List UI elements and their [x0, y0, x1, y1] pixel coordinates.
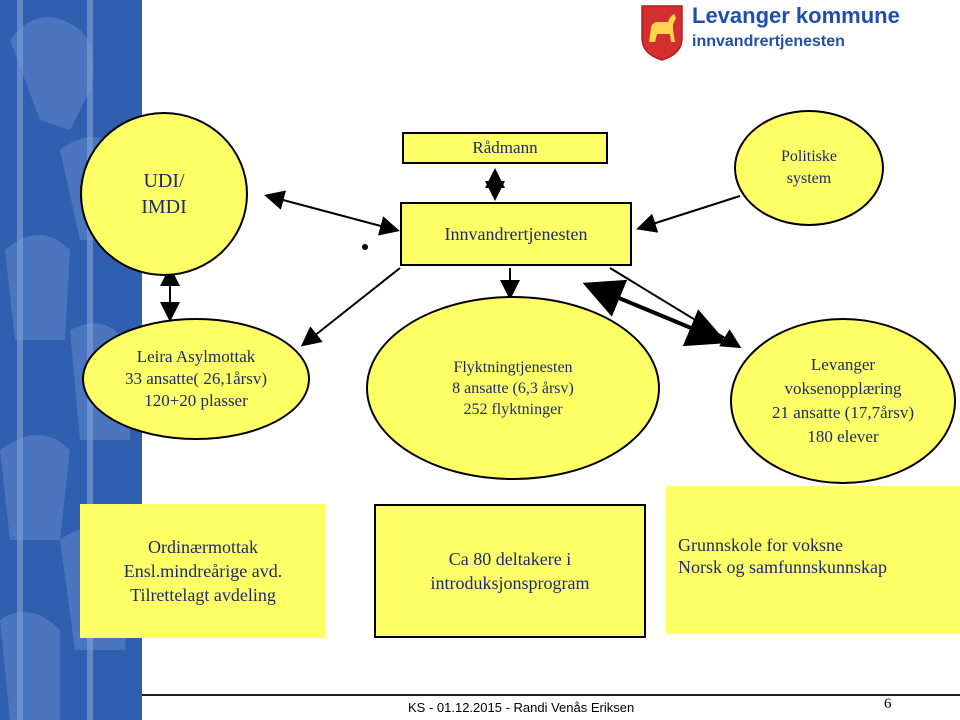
ordinaer-line-1: Ordinærmottak: [147, 537, 258, 557]
arrow-politiske-innvandrer: [636, 195, 741, 233]
grunnskole-box: Grunnskole for voksne Norsk og samfunnsk…: [666, 486, 960, 634]
arrow-innvandrer-leira: [300, 267, 401, 347]
levanger-line-2: voksenopplæring: [784, 379, 902, 398]
ordinaer-line-2: Ensl.mindreårige avd.: [123, 561, 283, 581]
politiske-line-2: system: [786, 170, 832, 187]
levanger-line-3: 21 ansatte (17,7årsv): [771, 403, 915, 422]
horse-shield-icon: [641, 5, 683, 61]
leira-line-3: 120+20 plasser: [144, 391, 248, 410]
udi-line-1: UDI/: [143, 170, 185, 192]
flyktning-ellipse: Flyktningtjenesten 8 ansatte (6,3 årsv) …: [366, 296, 660, 480]
introduksjon-box: Ca 80 deltakere i introduksjonsprogram: [374, 504, 646, 638]
leira-ellipse: Leira Asylmottak 33 ansatte( 26,1årsv) 1…: [82, 318, 310, 440]
levanger-line-1: Levanger: [810, 355, 876, 374]
radmann-box: Rådmann: [402, 132, 608, 164]
leira-line-1: Leira Asylmottak: [136, 347, 256, 366]
udi-imdi-ellipse: UDI/ IMDI: [80, 112, 248, 276]
flyktning-line-3: 252 flyktninger: [463, 400, 563, 418]
footer-divider: [142, 694, 960, 696]
levanger-line-4: 180 elever: [807, 427, 879, 446]
arrow-udi-innvandrer: [264, 190, 400, 236]
levanger-ellipse: Levanger voksenopplæring 21 ansatte (17,…: [730, 318, 956, 484]
flyktning-line-2: 8 ansatte (6,3 årsv): [452, 379, 574, 397]
flyktning-line-1: Flyktningtjenesten: [453, 358, 573, 376]
leira-line-2: 33 ansatte( 26,1årsv): [124, 369, 268, 388]
arrow-flyktning-levanger: [582, 279, 728, 347]
org-subtitle: innvandrertjenesten: [692, 33, 845, 50]
org-title: Levanger kommune: [692, 3, 900, 28]
page-number: 6: [884, 696, 892, 712]
bullet-dot: [362, 244, 368, 250]
grunnskole-line-1: Grunnskole for voksne: [678, 535, 843, 555]
grunnskole-line-2: Norsk og samfunnskunnskap: [678, 557, 887, 577]
introduksjon-line-1: Ca 80 deltakere i: [448, 549, 572, 569]
politiske-ellipse: Politiske system: [734, 110, 884, 226]
ordinaer-line-3: Tilrettelagt avdeling: [130, 585, 276, 605]
udi-line-2: IMDI: [141, 196, 187, 218]
innvandrertjenesten-box: Innvandrertjenesten: [400, 202, 632, 266]
footer-text: KS - 01.12.2015 - Randi Venås Eriksen: [408, 700, 635, 715]
ordinaer-box: Ordinærmottak Ensl.mindreårige avd. Tilr…: [80, 504, 326, 638]
innvandrertjenesten-label: Innvandrertjenesten: [444, 223, 588, 244]
radmann-label: Rådmann: [472, 138, 538, 157]
politiske-line-1: Politiske: [780, 148, 837, 165]
introduksjon-line-2: introduksjonsprogram: [430, 573, 590, 593]
